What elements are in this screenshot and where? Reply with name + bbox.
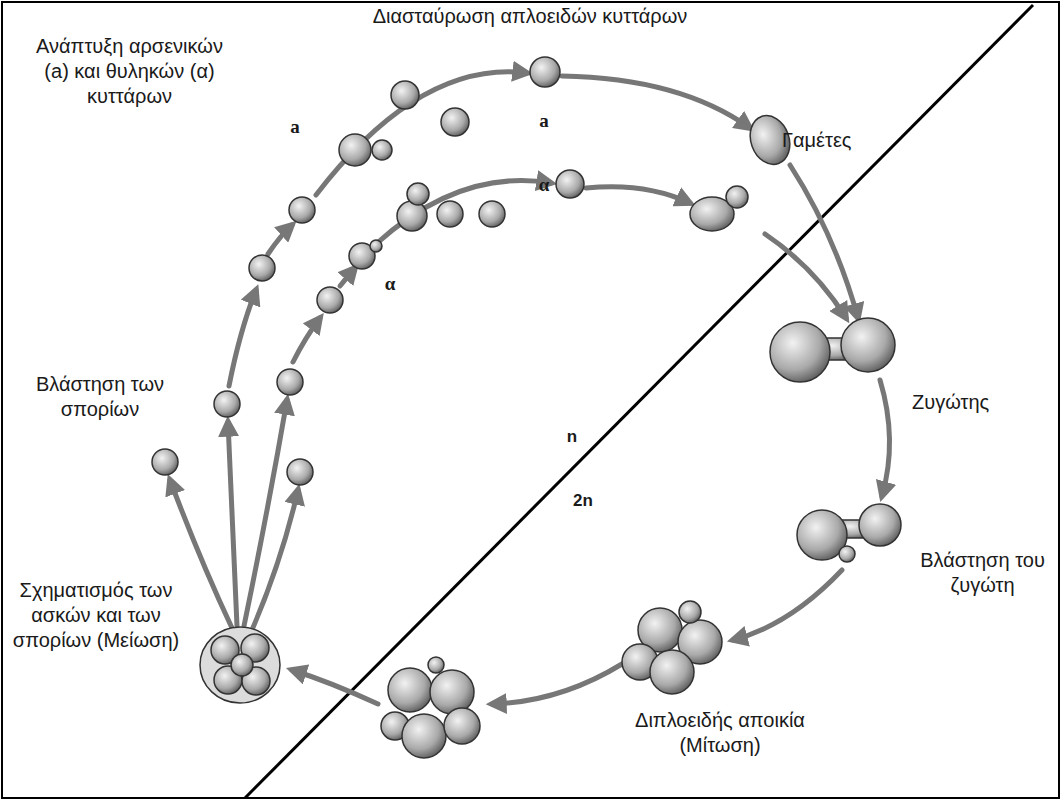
stage-label: Βλάστηση των σπορίων [25,372,175,422]
stage-label: Σχηματισμός των ασκών και των σπορίων (Μ… [8,578,184,653]
ploidy-divider [245,5,1033,798]
stage-title: Διασταύρωση απλοειδών κυττάρων [330,4,730,29]
stage-label: Γαμέτες [782,128,882,153]
stage-label: Ανάπτυξη αρσενικών (a) και θυληκών (α) κ… [22,34,237,109]
ploidy-label: 2n [568,488,598,513]
ploidy-label: n [562,424,582,449]
mating-type-label: a [285,114,305,139]
stage-label: Διπλοειδής αποικία (Μίτωση) [615,708,825,758]
mating-type-label: α [380,271,400,296]
cells [152,57,901,758]
stage-label: Ζυγώτης [912,390,1022,415]
stage-label: Βλάστηση του ζυγώτη [910,548,1055,598]
cycle-arrows [170,72,890,704]
mating-type-label: α [534,172,554,197]
mating-type-label: a [534,108,554,133]
